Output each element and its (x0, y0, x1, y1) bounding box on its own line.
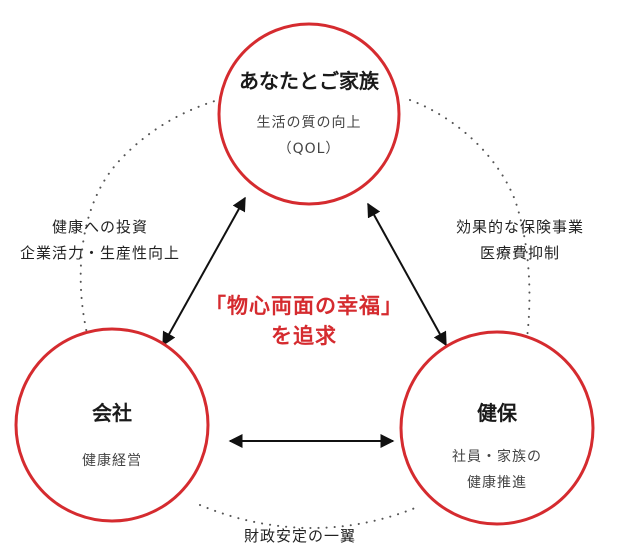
edge-company-insurance-line-1: 財政安定の一翼 (244, 527, 356, 545)
edge-family-insurance-line-1: 効果的な保険事業 (456, 218, 584, 236)
node-insurance-circle (399, 330, 595, 526)
node-family-circle (217, 22, 401, 206)
arrows (162, 196, 447, 448)
arrow-family-insurance (367, 202, 447, 347)
node-family-line-2: （QOL） (278, 141, 341, 157)
node-company-line-1: 健康経営 (82, 452, 142, 469)
node-insurance-line-2: 健康推進 (467, 474, 527, 491)
dotted-arc-right (409, 99, 531, 339)
dotted-arc-left (79, 99, 219, 339)
edge-family-company-line-1: 健康への投資 (52, 218, 148, 236)
edge-family-insurance-line-2: 医療費抑制 (480, 244, 560, 262)
dotted-arc-bottom (199, 504, 416, 530)
dotted-ring (79, 99, 531, 530)
node-insurance-title: 健保 (477, 401, 518, 425)
edge-family-company-line-2: 企業活力・生産性向上 (20, 244, 180, 262)
center-line-1: 「物心両面の幸福」 (205, 294, 403, 318)
center-line-2: を追求 (271, 324, 337, 348)
arrow-family-company (162, 196, 246, 347)
node-company-circle (14, 327, 210, 523)
node-family-title: あなたとご家族 (239, 69, 380, 93)
node-insurance-line-1: 社員・家族の (452, 448, 542, 465)
node-company-title: 会社 (92, 401, 132, 425)
node-family-line-1: 生活の質の向上 (257, 115, 362, 131)
